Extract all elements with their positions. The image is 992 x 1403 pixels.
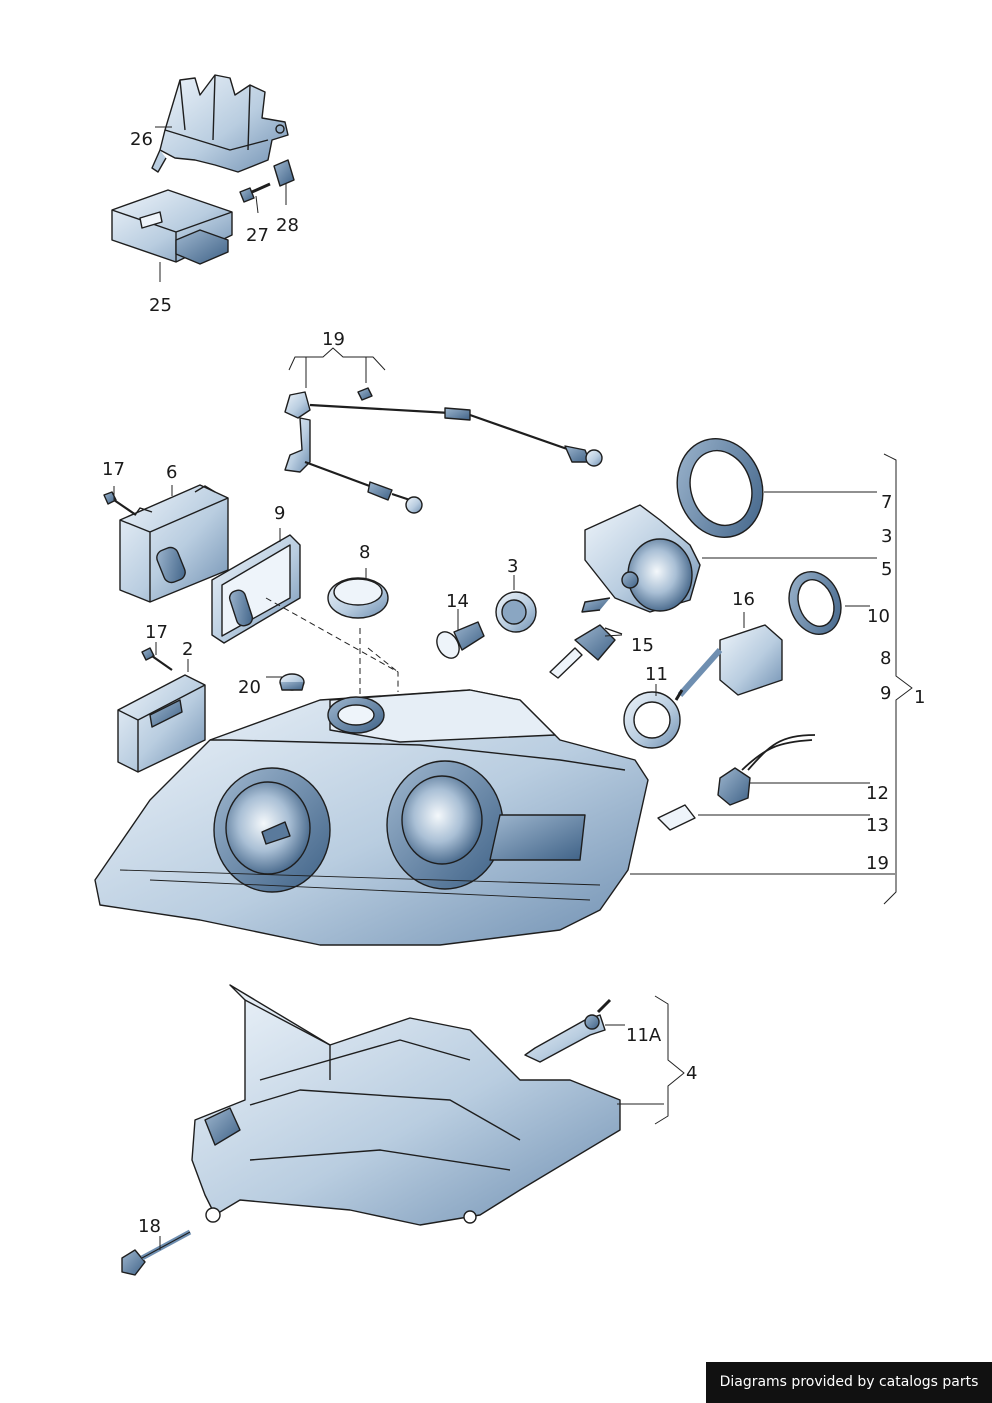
- callout-1: 1: [914, 687, 926, 708]
- callout-26: 26: [130, 129, 153, 150]
- callout-17-upper: 17: [102, 459, 125, 480]
- screw-17-lower: [141, 647, 173, 671]
- callout-17-lower: 17: [145, 622, 168, 643]
- callout-2: 2: [182, 639, 194, 660]
- callout-28: 28: [276, 215, 299, 236]
- bulb-13: [657, 804, 696, 831]
- control-module-2: [117, 674, 206, 773]
- control-unit-25: [111, 189, 233, 265]
- level-sensor-19: [284, 387, 603, 514]
- callout-9-right: 9: [880, 683, 892, 704]
- callout-5: 5: [881, 559, 893, 580]
- tensioner-11A: [524, 998, 612, 1063]
- ring-10: [788, 571, 842, 635]
- callout-8-right: 8: [880, 648, 892, 669]
- housing-cover-4: [191, 984, 621, 1226]
- callout-27: 27: [246, 225, 269, 246]
- callout-19-right: 19: [866, 853, 889, 874]
- callout-18: 18: [138, 1216, 161, 1237]
- cap-20: [279, 673, 305, 691]
- callout-9-gasket: 9: [274, 503, 286, 524]
- leader-lines: [113, 126, 913, 1250]
- screw-17-upper: [103, 491, 137, 516]
- socket-3: [495, 591, 537, 633]
- callout-13: 13: [866, 815, 889, 836]
- cap-8: [327, 577, 389, 619]
- callout-11: 11: [645, 664, 668, 685]
- callout-8-cap: 8: [359, 542, 371, 563]
- callout-16: 16: [732, 589, 755, 610]
- actuator-5: [581, 504, 701, 613]
- seal-ring-7: [676, 438, 764, 538]
- control-module-6: [119, 484, 229, 603]
- callout-12: 12: [866, 783, 889, 804]
- nut-28: [273, 159, 295, 187]
- callout-3-right: 3: [881, 526, 893, 547]
- bulb-14: [436, 621, 485, 659]
- screw-27: [239, 182, 271, 203]
- headlight-housing: [94, 689, 649, 946]
- callout-15: 15: [631, 635, 654, 656]
- callout-14: 14: [446, 591, 469, 612]
- callout-4: 4: [686, 1063, 698, 1084]
- gasket-9: [211, 534, 301, 644]
- callout-7: 7: [881, 492, 893, 513]
- bolt-18: [121, 1229, 192, 1276]
- callout-19-top: 19: [322, 329, 345, 350]
- callout-20: 20: [238, 677, 261, 698]
- wire-socket-12: [717, 734, 816, 806]
- retainer-11: [623, 691, 681, 749]
- credit-banner: Diagrams provided by catalogs parts: [706, 1362, 992, 1403]
- bulb-15: [549, 624, 623, 679]
- callout-10: 10: [867, 606, 890, 627]
- xenon-bulb-16: [674, 624, 783, 701]
- callout-3-socket: 3: [507, 556, 519, 577]
- callout-25: 25: [149, 295, 172, 316]
- callout-6: 6: [166, 462, 178, 483]
- bracket-26: [151, 74, 289, 173]
- callout-11A: 11A: [626, 1025, 662, 1046]
